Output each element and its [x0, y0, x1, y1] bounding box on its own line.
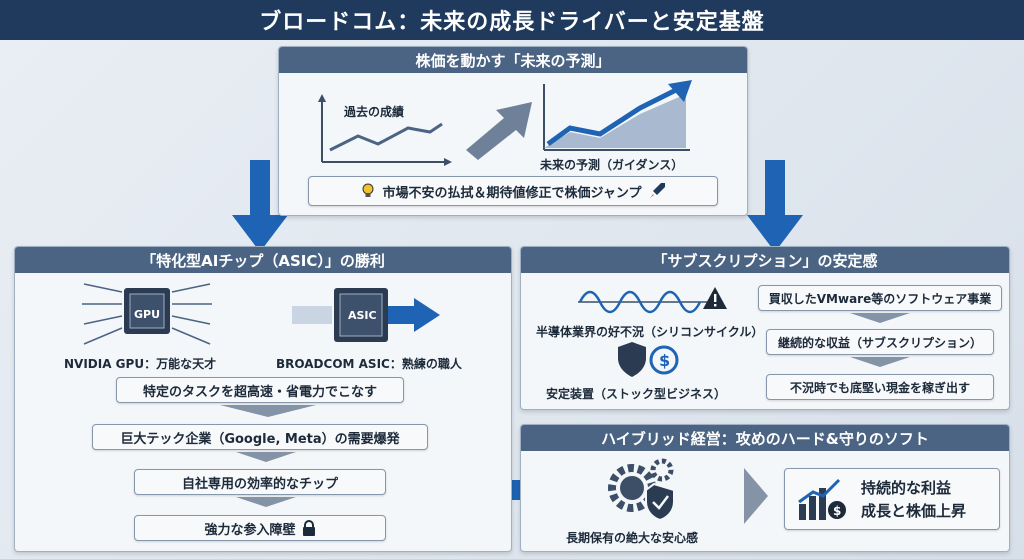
silicon-cycle-wave-icon — [578, 290, 708, 314]
asic-chip-text: ASIC — [348, 309, 377, 322]
asic-step-4: 強力な参入障壁 — [134, 515, 386, 541]
flow-arrow-left-icon — [232, 160, 288, 252]
svg-text:$: $ — [659, 351, 670, 370]
asic-step-1-text: 特定のタスクを超高速・省電力でこなす — [142, 384, 377, 400]
gpu-label: NVIDIA GPU：万能な天才 — [64, 357, 217, 371]
flow-arrow-right-icon — [747, 160, 803, 252]
asic-chevron-1-icon — [220, 405, 316, 417]
lock-icon — [302, 520, 315, 536]
gear-shield-icon — [608, 458, 675, 522]
subscription-flow-3: 不況時でも底堅い現金を稼ぎ出す — [766, 374, 994, 400]
lightbulb-icon — [362, 183, 374, 197]
asic-step-3-text: 自社専用の効率的なチップ — [181, 476, 338, 492]
future-forecast-label: 未来の予測（ガイダンス） — [540, 158, 684, 172]
svg-text:$: $ — [833, 504, 841, 518]
long-term-security-label: 長期保有の絶大な安心感 — [566, 531, 699, 545]
past-chart-icon — [318, 94, 452, 166]
subscription-flow-1-text: 買収したVMware等のソフトウェア事業 — [768, 291, 992, 306]
asic-step-4-text: 強力な参入障壁 — [204, 522, 296, 538]
chevron-right-icon — [744, 468, 768, 524]
subscription-flow-3-text: 不況時でも底堅い現金を稼ぎ出す — [789, 380, 970, 395]
result-line-2: 成長と株価上昇 — [861, 502, 967, 520]
growth-arrow-icon — [466, 102, 532, 160]
asic-chip-icon — [292, 288, 440, 342]
silicon-cycle-label: 半導体業界の好不況（シリコンサイクル） — [536, 325, 764, 339]
asic-chevron-2-icon — [236, 452, 296, 462]
hybrid-panel-header: ハイブリッド経営：攻めのハード&守りのソフト — [521, 425, 1009, 451]
subscription-chevron-1-icon — [850, 313, 910, 323]
rocket-icon — [650, 183, 666, 198]
market-jump-text: 市場不安の払拭＆期待値修正で株価ジャンプ — [382, 185, 642, 201]
stability-label: 安定装置（ストック型ビジネス） — [546, 387, 727, 401]
subscription-chevron-2-icon — [850, 357, 910, 367]
gpu-chip-text: GPU — [134, 308, 161, 321]
asic-step-2: 巨大テック企業（Google, Meta）の需要爆発 — [92, 424, 428, 450]
asic-chevron-3-icon — [236, 497, 296, 507]
asic-step-3: 自社専用の効率的なチップ — [134, 469, 386, 495]
asic-step-1: 特定のタスクを超高速・省電力でこなす — [116, 377, 404, 403]
asic-panel-header: 「特化型AIチップ（ASIC）」の勝利 — [15, 247, 511, 273]
asic-label: BROADCOM ASIC：熟練の職人 — [276, 357, 462, 371]
past-results-label: 過去の成績 — [344, 105, 405, 119]
market-jump-banner: 市場不安の払拭＆期待値修正で株価ジャンプ — [308, 176, 718, 206]
asic-step-2-text: 巨大テック企業（Google, Meta）の需要爆発 — [120, 431, 400, 447]
forecast-panel-header: 株価を動かす「未来の予測」 — [279, 47, 747, 73]
result-line-1: 持続的な利益 — [861, 479, 952, 497]
warning-icon — [703, 287, 727, 309]
page-title: ブロードコム：未来の成長ドライバーと安定基盤 — [0, 0, 1024, 40]
subscription-flow-2: 継続的な収益（サブスクリプション） — [766, 329, 994, 355]
shield-dollar-icon: $ — [618, 342, 679, 377]
result-box: $ 持続的な利益 成長と株価上昇 — [784, 468, 1000, 530]
future-chart-icon — [543, 80, 692, 151]
growth-chart-dollar-icon: $ — [798, 478, 846, 520]
subscription-panel-header: 「サブスクリプション」の安定感 — [521, 247, 1009, 273]
gpu-chip-icon — [82, 283, 212, 345]
subscription-flow-2-text: 継続的な収益（サブスクリプション） — [777, 335, 982, 350]
subscription-flow-1: 買収したVMware等のソフトウェア事業 — [758, 285, 1002, 311]
